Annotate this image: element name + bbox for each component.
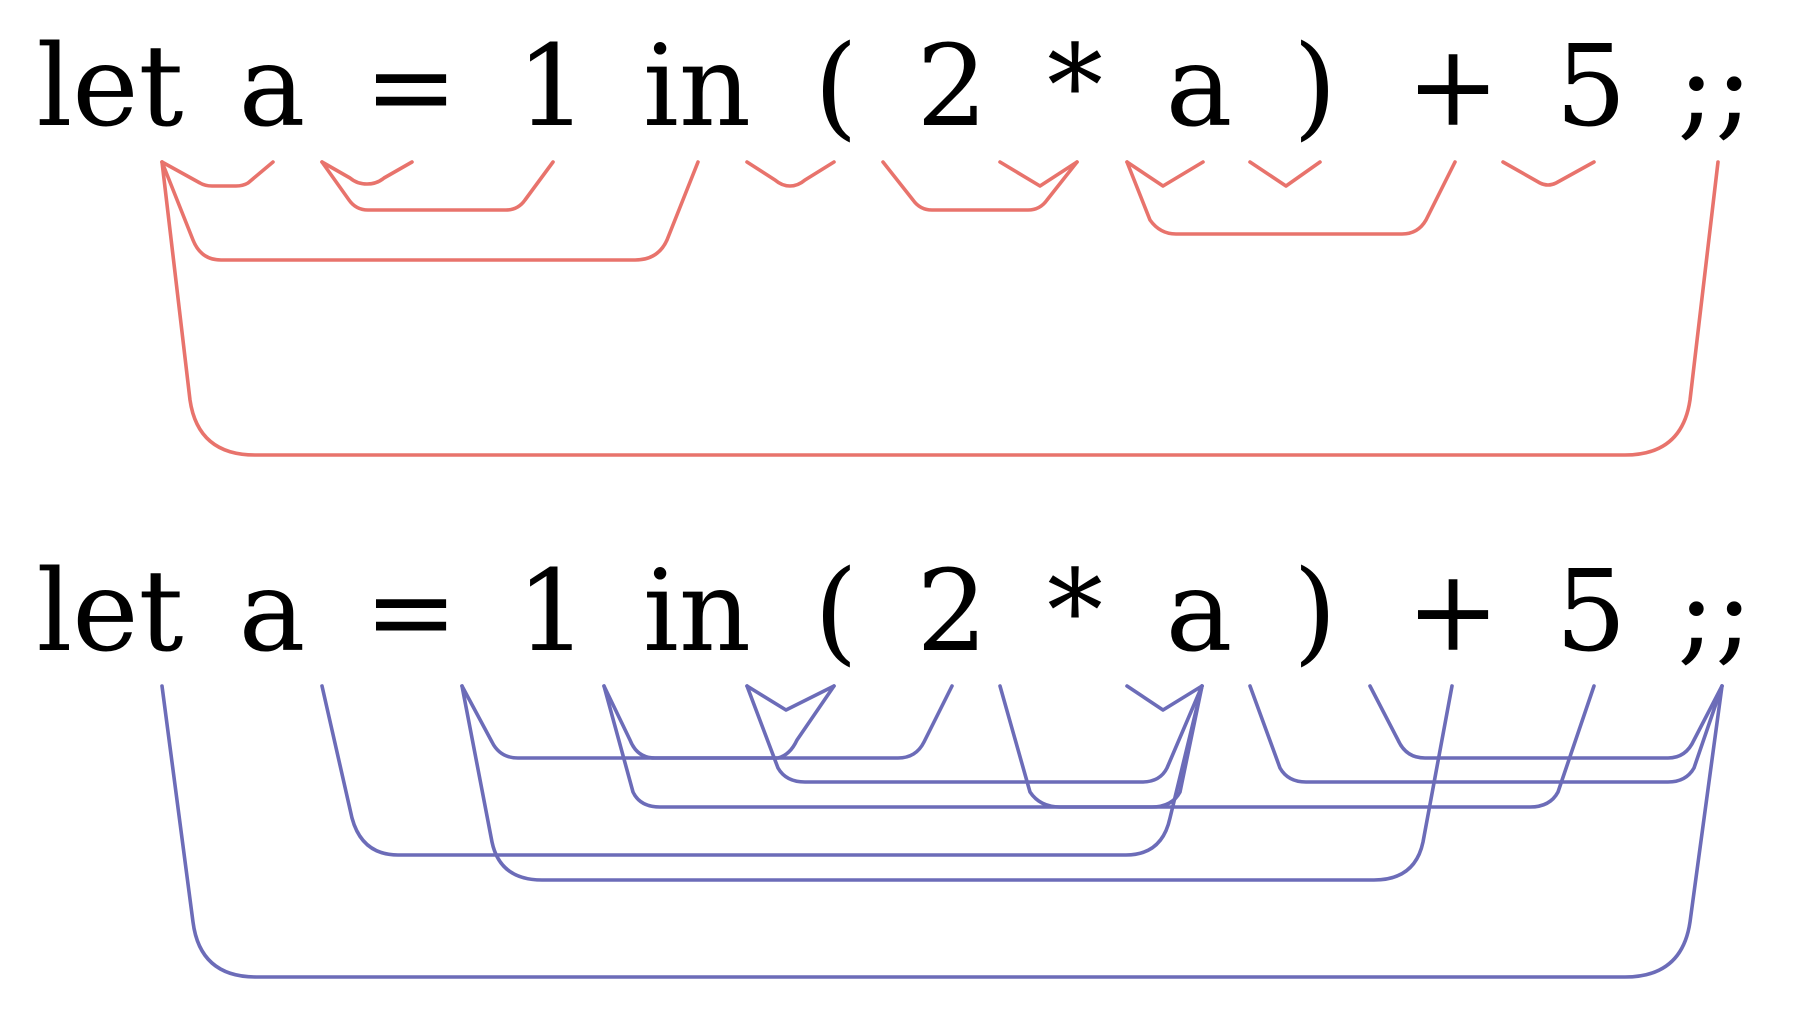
bottom-token-5: 5	[1555, 547, 1626, 677]
top-edge-let-a	[160, 160, 275, 188]
top-token-a1: a	[239, 22, 306, 152]
top-token-a2: a	[1166, 22, 1233, 152]
top-token-5: 5	[1555, 22, 1626, 152]
bottom-edge-plus-semis	[1368, 684, 1724, 760]
top-token-1: 1	[516, 22, 587, 152]
top-edge-5	[1501, 160, 1596, 187]
top-edge-a-1	[320, 160, 555, 212]
top-edge-in-lparen	[745, 160, 836, 188]
top-token-2: 2	[916, 22, 987, 152]
top-token-let: let	[36, 22, 183, 152]
bottom-token-rparen: )	[1293, 547, 1337, 677]
bottom-edge-in-a2	[745, 684, 1204, 784]
bottom-token-lparen: (	[814, 547, 858, 677]
bottom-token-a1: a	[239, 547, 306, 677]
bottom-token-2: 2	[916, 547, 987, 677]
bottom-token-row: let a = 1 in ( 2 * a ) + 5 ;;	[36, 547, 1752, 677]
bottom-token-semis: ;;	[1677, 547, 1752, 677]
bottom-edge-eq-plus	[460, 684, 1454, 882]
bottom-edge-eq-2	[460, 684, 954, 760]
top-token-lparen: (	[814, 22, 858, 152]
top-token-rparen: )	[1293, 22, 1337, 152]
top-diagram: let a = 1 in ( 2 * a ) + 5 ;;	[36, 22, 1753, 457]
bottom-token-a2: a	[1166, 547, 1233, 677]
top-edges	[160, 160, 1720, 457]
bottom-edge-rparen-semis	[1248, 684, 1724, 784]
top-edge-lparen-star	[881, 160, 1079, 212]
top-edge-star-plus	[1125, 160, 1457, 236]
bottom-token-star: *	[1047, 547, 1103, 677]
top-token-semis: ;;	[1677, 22, 1752, 152]
bottom-token-eq: =	[364, 547, 458, 677]
bottom-edges	[160, 684, 1724, 979]
bottom-diagram: let a = 1 in ( 2 * a ) + 5 ;;	[36, 547, 1753, 979]
bottom-token-let: let	[36, 547, 183, 677]
bottom-token-1: 1	[516, 547, 587, 677]
bottom-edge-star-small	[1125, 684, 1204, 712]
bottom-token-plus: +	[1406, 547, 1500, 677]
top-edge-star-a	[1125, 160, 1205, 188]
bottom-token-in: in	[643, 547, 751, 677]
top-token-plus: +	[1406, 22, 1500, 152]
top-edge-a-eq	[320, 160, 414, 186]
top-token-eq: =	[364, 22, 458, 152]
bottom-edge-in-lparen	[745, 684, 836, 712]
bottom-edge-star-a2	[998, 684, 1204, 809]
bottom-edge-a1-a2	[320, 684, 1204, 857]
top-token-star: *	[1047, 22, 1103, 152]
top-edge-2-star	[998, 160, 1079, 188]
bottom-edge-let-semis	[160, 684, 1724, 979]
bottom-edge-1-in	[602, 684, 836, 760]
top-token-row: let a = 1 in ( 2 * a ) + 5 ;;	[36, 22, 1752, 152]
top-edge-rparen	[1248, 160, 1322, 188]
top-edge-let-in	[160, 160, 700, 262]
top-token-in: in	[643, 22, 751, 152]
top-edge-let-semis	[160, 160, 1720, 457]
